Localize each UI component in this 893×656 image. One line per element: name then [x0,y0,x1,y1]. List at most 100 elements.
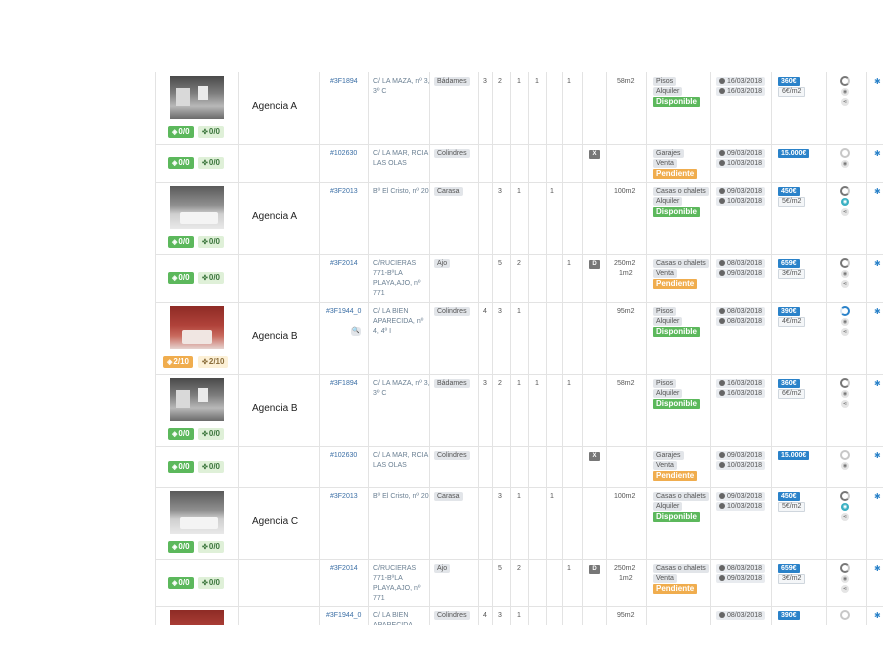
gear-icon[interactable]: ✱ [874,259,881,268]
visit-icon: ✜ [202,275,208,282]
visit-counter-badge[interactable]: ✜0/0 [198,126,224,138]
share-icon[interactable]: ⋖ [841,585,849,593]
zone-tag: Colindres [434,611,470,620]
property-address: C/ LA BIEN APARECIDA [373,612,413,625]
share-icon[interactable]: ⋖ [841,280,849,288]
property-reference-link[interactable]: #3F2013 [330,493,358,500]
share-icon[interactable]: ⋖ [841,208,849,216]
gear-icon[interactable]: ✱ [874,492,881,501]
price-badge: 450€ [778,492,800,501]
property-reference-link[interactable]: #3F2014 [330,565,358,572]
availability-status: Disponible [653,327,700,337]
share-counter-badge[interactable]: ◈0/0 [168,541,194,553]
lock-icon[interactable]: ◉ [841,462,849,470]
availability-status: Disponible [653,207,700,217]
property-photo[interactable] [170,76,224,119]
share-icon[interactable]: ⋖ [841,98,849,106]
property-address: C/ LA MAZA, nº 3, 3º C [373,380,430,397]
keys-button[interactable]: 🔍 [351,327,361,336]
property-reference-link[interactable]: #3F1894 [330,380,358,387]
property-reference-link[interactable]: #102630 [330,150,358,157]
lock-icon[interactable]: ◉ [841,575,849,583]
column-divider [478,72,479,625]
plot-area: 1m2 [619,575,633,582]
share-counter-value: 0/0 [178,237,190,246]
property-reference-link[interactable]: #3F1894 [330,78,358,85]
property-reference-link[interactable]: #102630 [330,452,358,459]
gear-icon[interactable]: ✱ [874,149,881,158]
created-date: 09/03/2018 [716,451,766,460]
lock-icon[interactable]: ◉ [841,318,849,326]
property-photo[interactable] [170,610,224,625]
share-counter-value: 0/0 [178,542,190,551]
gear-icon[interactable]: ✱ [874,77,881,86]
lock-icon[interactable]: ◉ [841,270,849,278]
lock-icon[interactable]: ◉ [841,160,849,168]
visit-counter-badge[interactable]: ✜0/0 [198,541,224,553]
visit-icon: ✜ [202,160,208,167]
property-address: C/ LA MAZA, nº 3, 3º C [373,78,430,95]
share-counter-badge[interactable]: ◈0/0 [168,428,194,440]
share-counter-badge[interactable]: ◈0/0 [168,157,194,169]
property-photo[interactable] [170,378,224,421]
clock-icon [719,160,725,166]
gear-icon[interactable]: ✱ [874,379,881,388]
row-separator [155,302,883,303]
created-date: 16/03/2018 [716,379,766,388]
share-counter-value: 0/0 [178,273,190,282]
lock-icon[interactable]: ◉ [841,503,849,511]
property-feature-count: 5 [498,260,502,267]
gear-icon[interactable]: ✱ [874,451,881,460]
visit-icon: ✜ [202,129,208,136]
share-counter-badge[interactable]: ◈0/0 [168,577,194,589]
share-counter-value: 2/10 [173,357,189,366]
price-badge: 450€ [778,187,800,196]
share-counter-badge[interactable]: ◈0/0 [168,272,194,284]
availability-status: Disponible [653,97,700,107]
visit-counter-badge[interactable]: ✜0/0 [198,577,224,589]
clock-icon [719,390,725,396]
lock-icon[interactable]: ◉ [841,198,849,206]
operation-tag: Alquiler [653,197,683,206]
property-photo[interactable] [170,306,224,349]
share-icon[interactable]: ⋖ [841,400,849,408]
share-counter-badge[interactable]: ◈0/0 [168,236,194,248]
share-counter-badge[interactable]: ◈0/0 [168,126,194,138]
visit-counter-badge[interactable]: ✜0/0 [198,157,224,169]
gear-icon[interactable]: ✱ [874,611,881,620]
property-reference-link[interactable]: #3F2014 [330,260,358,267]
share-counter-badge[interactable]: ◈2/10 [163,356,193,368]
visit-counter-badge[interactable]: ✜0/0 [198,428,224,440]
availability-status: Disponible [653,512,700,522]
lock-icon[interactable]: ◉ [841,88,849,96]
share-icon[interactable]: ⋖ [841,513,849,521]
visit-icon: ✜ [202,239,208,246]
property-reference-link[interactable]: #3F1944_0 [326,612,362,619]
gear-icon[interactable]: ✱ [874,307,881,316]
operation-tag: Venta [653,159,677,168]
property-feature-count: 1 [517,612,521,619]
visit-counter-badge[interactable]: ✜0/0 [198,236,224,248]
zone-tag: Carasa [434,187,463,196]
clock-icon [719,270,725,276]
property-area: 58m2 [617,78,635,85]
property-reference-link[interactable]: #3F2013 [330,188,358,195]
operation-tag: Alquiler [653,502,683,511]
visit-counter-badge[interactable]: ✜2/10 [198,356,229,368]
property-photo[interactable] [170,186,224,229]
property-reference-link[interactable]: #3F1944_0 [326,308,362,315]
gear-icon[interactable]: ✱ [874,187,881,196]
visit-counter-badge[interactable]: ✜0/0 [198,461,224,473]
lock-icon[interactable]: ◉ [841,390,849,398]
column-divider [562,72,563,625]
visit-counter-badge[interactable]: ✜0/0 [198,272,224,284]
share-icon[interactable]: ⋖ [841,328,849,336]
column-divider [582,72,583,625]
agency-name: Agencia B [252,403,298,414]
availability-status: Pendiente [653,584,698,594]
property-address: Bº El Cristo, nº 20 [373,188,429,195]
completion-ring-icon [840,258,850,268]
share-counter-badge[interactable]: ◈0/0 [168,461,194,473]
gear-icon[interactable]: ✱ [874,564,881,573]
property-photo[interactable] [170,491,224,534]
